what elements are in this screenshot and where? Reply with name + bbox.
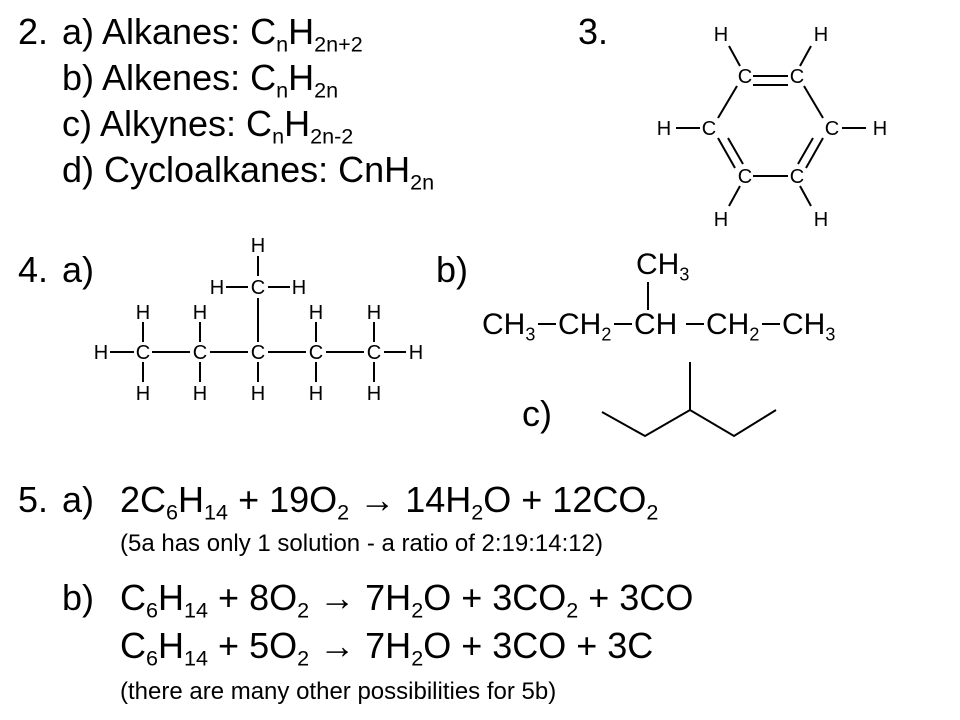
q5a-note: (5a has only 1 solution - a ratio of 2:1… (120, 530, 603, 557)
q2a-alkanes: a) Alkanes: CnH2n+2 (62, 11, 363, 57)
q2c-alkynes: c) Alkynes: CnH2n-2 (62, 103, 354, 149)
q4b-chain-ch2-b: CH2 (706, 308, 760, 345)
q4b-label: b) (436, 249, 469, 290)
q4b-main-chain: CH3 (482, 308, 536, 345)
reaction-arrow: → (319, 577, 356, 618)
q4a-h-top2: H (193, 302, 207, 324)
q2b-alkenes: b) Alkenes: CnH2n (62, 57, 339, 103)
benzene-c5: C (738, 166, 752, 188)
benzene-c1: C (738, 66, 752, 88)
q4c-skeletal-structure (601, 408, 777, 438)
q2-number: 2. (18, 11, 49, 52)
reaction-arrow: → (359, 479, 396, 520)
q5b-note: (there are many other possibilities for … (120, 678, 557, 705)
q4a-label: a) (62, 249, 95, 290)
q4a-h-top5: H (367, 302, 381, 324)
q4a-branch-h-left: H (210, 277, 224, 299)
q5a-equation: 2C6H14 + 19O2 → 14H2O + 12CO2 (120, 479, 659, 525)
q4a-h-left: H (94, 342, 108, 364)
q4a-c1: C (136, 342, 150, 364)
q2d-cycloalkanes: d) Cycloalkanes: CnH2n (62, 149, 435, 195)
reaction-arrow: → (319, 625, 356, 666)
benzene-h2: H (814, 24, 828, 46)
q4a-c4: C (309, 342, 323, 364)
benzene-h6: H (814, 209, 828, 231)
benzene-c2: C (790, 66, 804, 88)
q5b-equation-1: C6H14 + 8O2 → 7H2O + 3CO2 + 3CO (120, 577, 694, 623)
q5b-equation-2: C6H14 + 5O2 → 7H2O + 3CO + 3C (120, 625, 654, 671)
q4a-h-bot4: H (309, 383, 323, 405)
q4a-structure (110, 256, 406, 382)
benzene-structure (676, 45, 866, 207)
q4b-methyl-branch: CH3 (636, 248, 690, 285)
q4a-h-bot5: H (367, 383, 381, 405)
q4b-chain-ch3-end: CH3 (782, 308, 836, 345)
q5b-label: b) (62, 577, 95, 618)
q4a-h-bot2: H (193, 383, 207, 405)
q4-number: 4. (18, 249, 49, 290)
q4a-h-top1: H (136, 302, 150, 324)
q4a-c3: C (251, 342, 265, 364)
benzene-h5: H (714, 209, 728, 231)
q4a-branch-h-top: H (251, 235, 265, 257)
benzene-c4: C (825, 118, 839, 140)
q4c-label: c) (522, 393, 552, 434)
q4b-bonds (538, 282, 780, 325)
q4a-branch-c: C (251, 277, 265, 299)
q4b-chain-ch2-a: CH2 (558, 308, 612, 345)
q4a-c5: C (367, 342, 381, 364)
q5a-label: a) (62, 479, 95, 520)
q4a-h-right: H (409, 342, 423, 364)
benzene-h4: H (873, 118, 887, 140)
benzene-c6: C (790, 166, 804, 188)
q3-number: 3. (578, 11, 609, 52)
benzene-h1: H (714, 24, 728, 46)
q4a-h-top4: H (309, 302, 323, 324)
q4a-branch-h-right: H (292, 277, 306, 299)
q4a-c2: C (193, 342, 207, 364)
q4a-h-bot1: H (136, 383, 150, 405)
q5-number: 5. (18, 479, 49, 520)
q4a-h-bot3: H (251, 383, 265, 405)
benzene-c3: C (702, 118, 716, 140)
q4b-chain-ch: CH (634, 308, 678, 341)
benzene-h3: H (657, 118, 671, 140)
